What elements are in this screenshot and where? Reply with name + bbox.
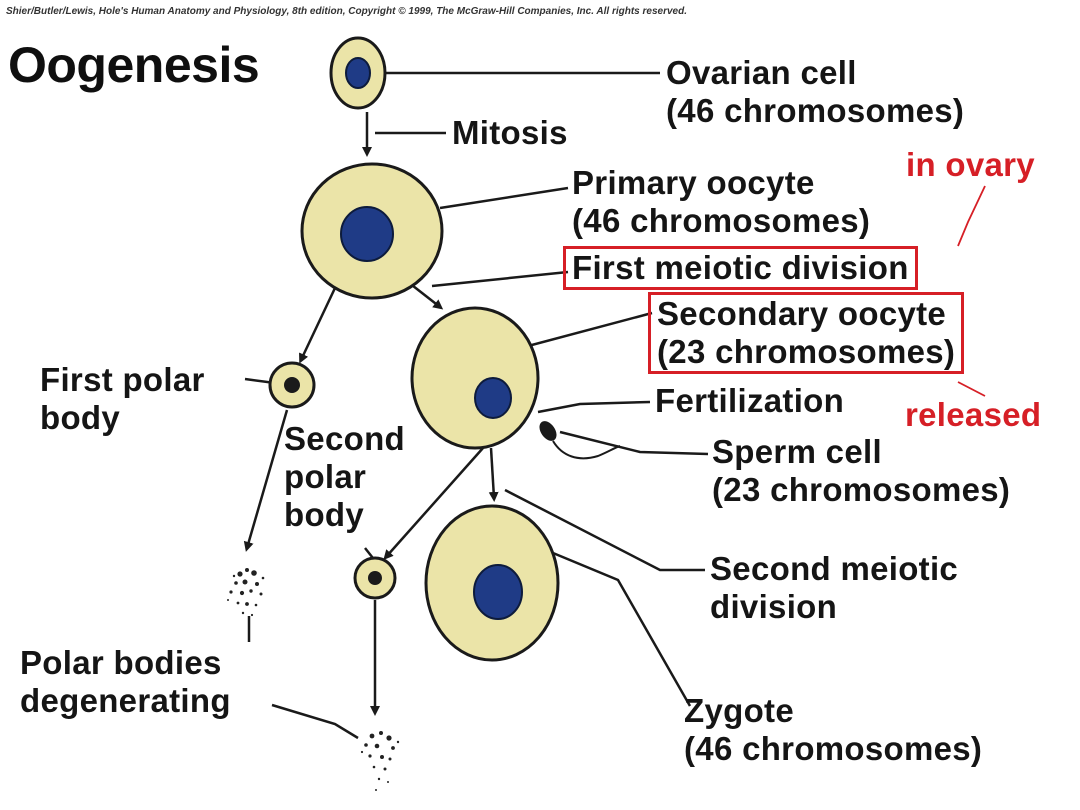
ovarian-cell-nucleus: [345, 57, 371, 89]
first-polar-body-label: First polar body: [40, 361, 205, 436]
second-meiotic-division-label: Second meiotic division: [710, 550, 959, 625]
released-connector: [957, 381, 986, 397]
sperm-cell-label: Sperm cell (23 chromosomes): [712, 433, 1011, 508]
zygote: [424, 504, 560, 662]
in-ovary-connector: [957, 185, 986, 247]
degenerating-polar-body-1: [227, 568, 265, 617]
zygote-label: Zygote (46 chromosomes): [684, 692, 983, 767]
ovarian-cell-label: Ovarian cell (46 chromosomes): [666, 54, 965, 129]
annotation-connectors: [957, 185, 986, 397]
copyright-credit: Shier/Butler/Lewis, Hole's Human Anatomy…: [6, 6, 687, 17]
in-ovary-annotation: in ovary: [906, 146, 1035, 183]
secondary-oocyte-label: Secondary oocyte (23 chromosomes): [648, 292, 965, 374]
first-meiotic-division-label: First meiotic division: [563, 246, 918, 290]
secondary-oocyte-leader: [512, 311, 653, 352]
sperm-cell: [539, 421, 621, 460]
secondary-oocyte-nucleus: [474, 377, 512, 419]
secondary-oocyte: [410, 306, 540, 450]
polar-bodies-degenerating-label: Polar bodies degenerating: [20, 644, 231, 719]
ovarian-cell: [329, 36, 387, 110]
secondary-to-zygote-arrow: [488, 447, 499, 502]
primary-to-first-polar-arrow: [299, 287, 337, 364]
second-polar-body-nucleus: [368, 571, 382, 585]
released-annotation: released: [905, 396, 1042, 433]
primary-oocyte-label: Primary oocyte (46 chromosomes): [572, 164, 871, 239]
second-meiotic-leader: [504, 488, 705, 572]
sperm-cell-leader: [559, 430, 709, 456]
diagram-title: Oogenesis: [8, 37, 260, 93]
fertilization-leader: [537, 400, 651, 414]
fertilization-label: Fertilization: [655, 382, 845, 419]
primary-oocyte-leader: [439, 186, 569, 210]
degenerating-polar-body-2: [360, 731, 400, 791]
zygote-leader: [552, 551, 692, 707]
mitosis-label: Mitosis: [452, 114, 568, 151]
first-meiotic-leader: [431, 270, 569, 288]
degenerating-leader: [271, 703, 359, 740]
second-polar-body-label: Second polar body: [284, 420, 405, 533]
second-polar-body: [353, 556, 397, 600]
leader-lines: [244, 71, 709, 740]
primary-oocyte-nucleus: [340, 206, 394, 262]
secondary-to-second-polar-arrow: [383, 447, 484, 560]
first-polar-degenerating-arrow: [243, 409, 289, 552]
zygote-nucleus: [473, 564, 523, 620]
first-polar-body: [268, 361, 316, 409]
primary-oocyte: [300, 162, 444, 300]
first-polar-body-nucleus: [284, 377, 300, 393]
